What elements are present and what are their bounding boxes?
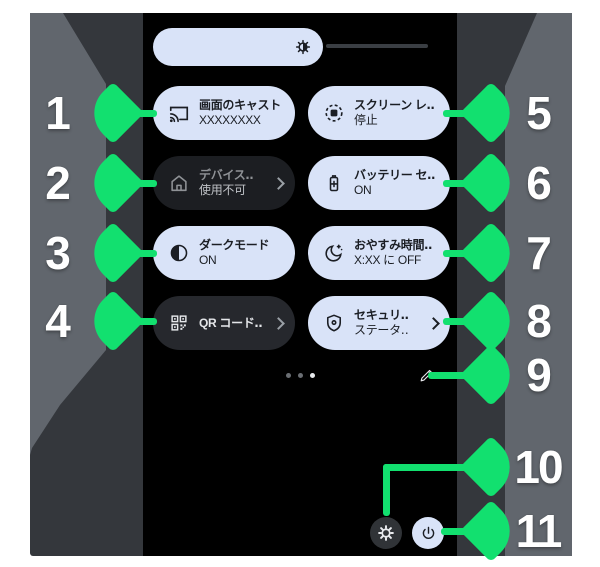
tile-title: ダークモード [199, 238, 270, 252]
tile-battery-saver[interactable]: バッテリー セ‥ON [308, 156, 450, 210]
tile-security-status[interactable]: セキュリ‥ステータ‥ [308, 296, 450, 350]
tile-subtitle: XXXXXXXX [199, 113, 261, 127]
tile-qr-code-scanner[interactable]: QR コード‥ [153, 296, 295, 350]
callout-line-10 [383, 464, 471, 471]
callout-stem-3 [133, 249, 157, 257]
page-dot [286, 373, 291, 378]
cast-icon [169, 106, 189, 123]
home-icon [171, 175, 187, 192]
tile-title: 画面のキャスト [199, 98, 281, 112]
callout-stem-5 [443, 109, 467, 117]
settings-button[interactable] [370, 517, 402, 549]
tile-subtitle: 停止 [354, 113, 378, 127]
callout-stem-11 [441, 527, 467, 535]
callout-stem-2 [133, 179, 157, 187]
page-dot-active [310, 373, 315, 378]
brightness-slider[interactable] [153, 28, 323, 66]
callout-stem-4 [133, 317, 157, 325]
bedtime-icon [325, 244, 343, 262]
tile-subtitle: 使用不可 [199, 183, 246, 197]
shield-icon [326, 314, 342, 332]
callout-line-10 [383, 464, 390, 516]
callout-number-9: 9 [526, 349, 552, 401]
callout-stem-9 [428, 371, 467, 379]
callout-stem-1 [133, 109, 157, 117]
callout-stem-8 [443, 317, 467, 325]
callout-stem-6 [443, 179, 467, 187]
callout-number-5: 5 [526, 87, 552, 139]
tile-screen-record[interactable]: スクリーン レ‥停止 [308, 86, 450, 140]
callout-number-2: 2 [45, 157, 71, 209]
brightness-slider-track[interactable] [326, 44, 428, 48]
chevron-right-icon [272, 176, 285, 190]
callout-number-8: 8 [526, 295, 552, 347]
battery-saver-icon [329, 175, 339, 192]
power-button[interactable] [412, 517, 444, 549]
tile-subtitle: ON [354, 183, 372, 197]
chevron-right-icon [272, 316, 285, 330]
callout-number-1: 1 [45, 87, 71, 139]
tile-device-controls[interactable]: デバイス‥使用不可 [153, 156, 295, 210]
callout-number-4: 4 [45, 295, 71, 347]
tile-bedtime-mode[interactable]: おやすみ時間‥X:XX に OFF [308, 226, 450, 280]
chevron-right-icon [427, 316, 440, 330]
tile-title: セキュリ‥ [354, 308, 409, 322]
callout-number-10: 10 [514, 441, 563, 493]
page-dot [298, 373, 303, 378]
tile-title: スクリーン レ‥ [354, 98, 435, 112]
surround-gray-right [505, 13, 572, 556]
tile-title: おやすみ時間‥ [354, 238, 432, 252]
callout-stem-7 [443, 249, 467, 257]
screen-record-icon [325, 104, 343, 122]
tile-title: バッテリー セ‥ [354, 168, 435, 182]
contrast-icon [170, 244, 188, 262]
qr-scanner-icon [171, 315, 187, 331]
power-icon [422, 526, 434, 539]
tile-subtitle: ON [199, 253, 217, 267]
callout-number-3: 3 [45, 227, 71, 279]
brightness-icon [295, 39, 311, 55]
callout-number-7: 7 [526, 227, 552, 279]
tile-subtitle: ステータ‥ [354, 323, 409, 337]
tile-title: QR コード‥ [199, 315, 263, 330]
callout-number-11: 11 [515, 505, 563, 557]
tile-title: デバイス‥ [199, 168, 254, 182]
callout-number-6: 6 [526, 157, 552, 209]
gear-icon [378, 525, 394, 541]
page-indicator [286, 373, 315, 378]
tile-subtitle: X:XX に OFF [354, 253, 422, 267]
